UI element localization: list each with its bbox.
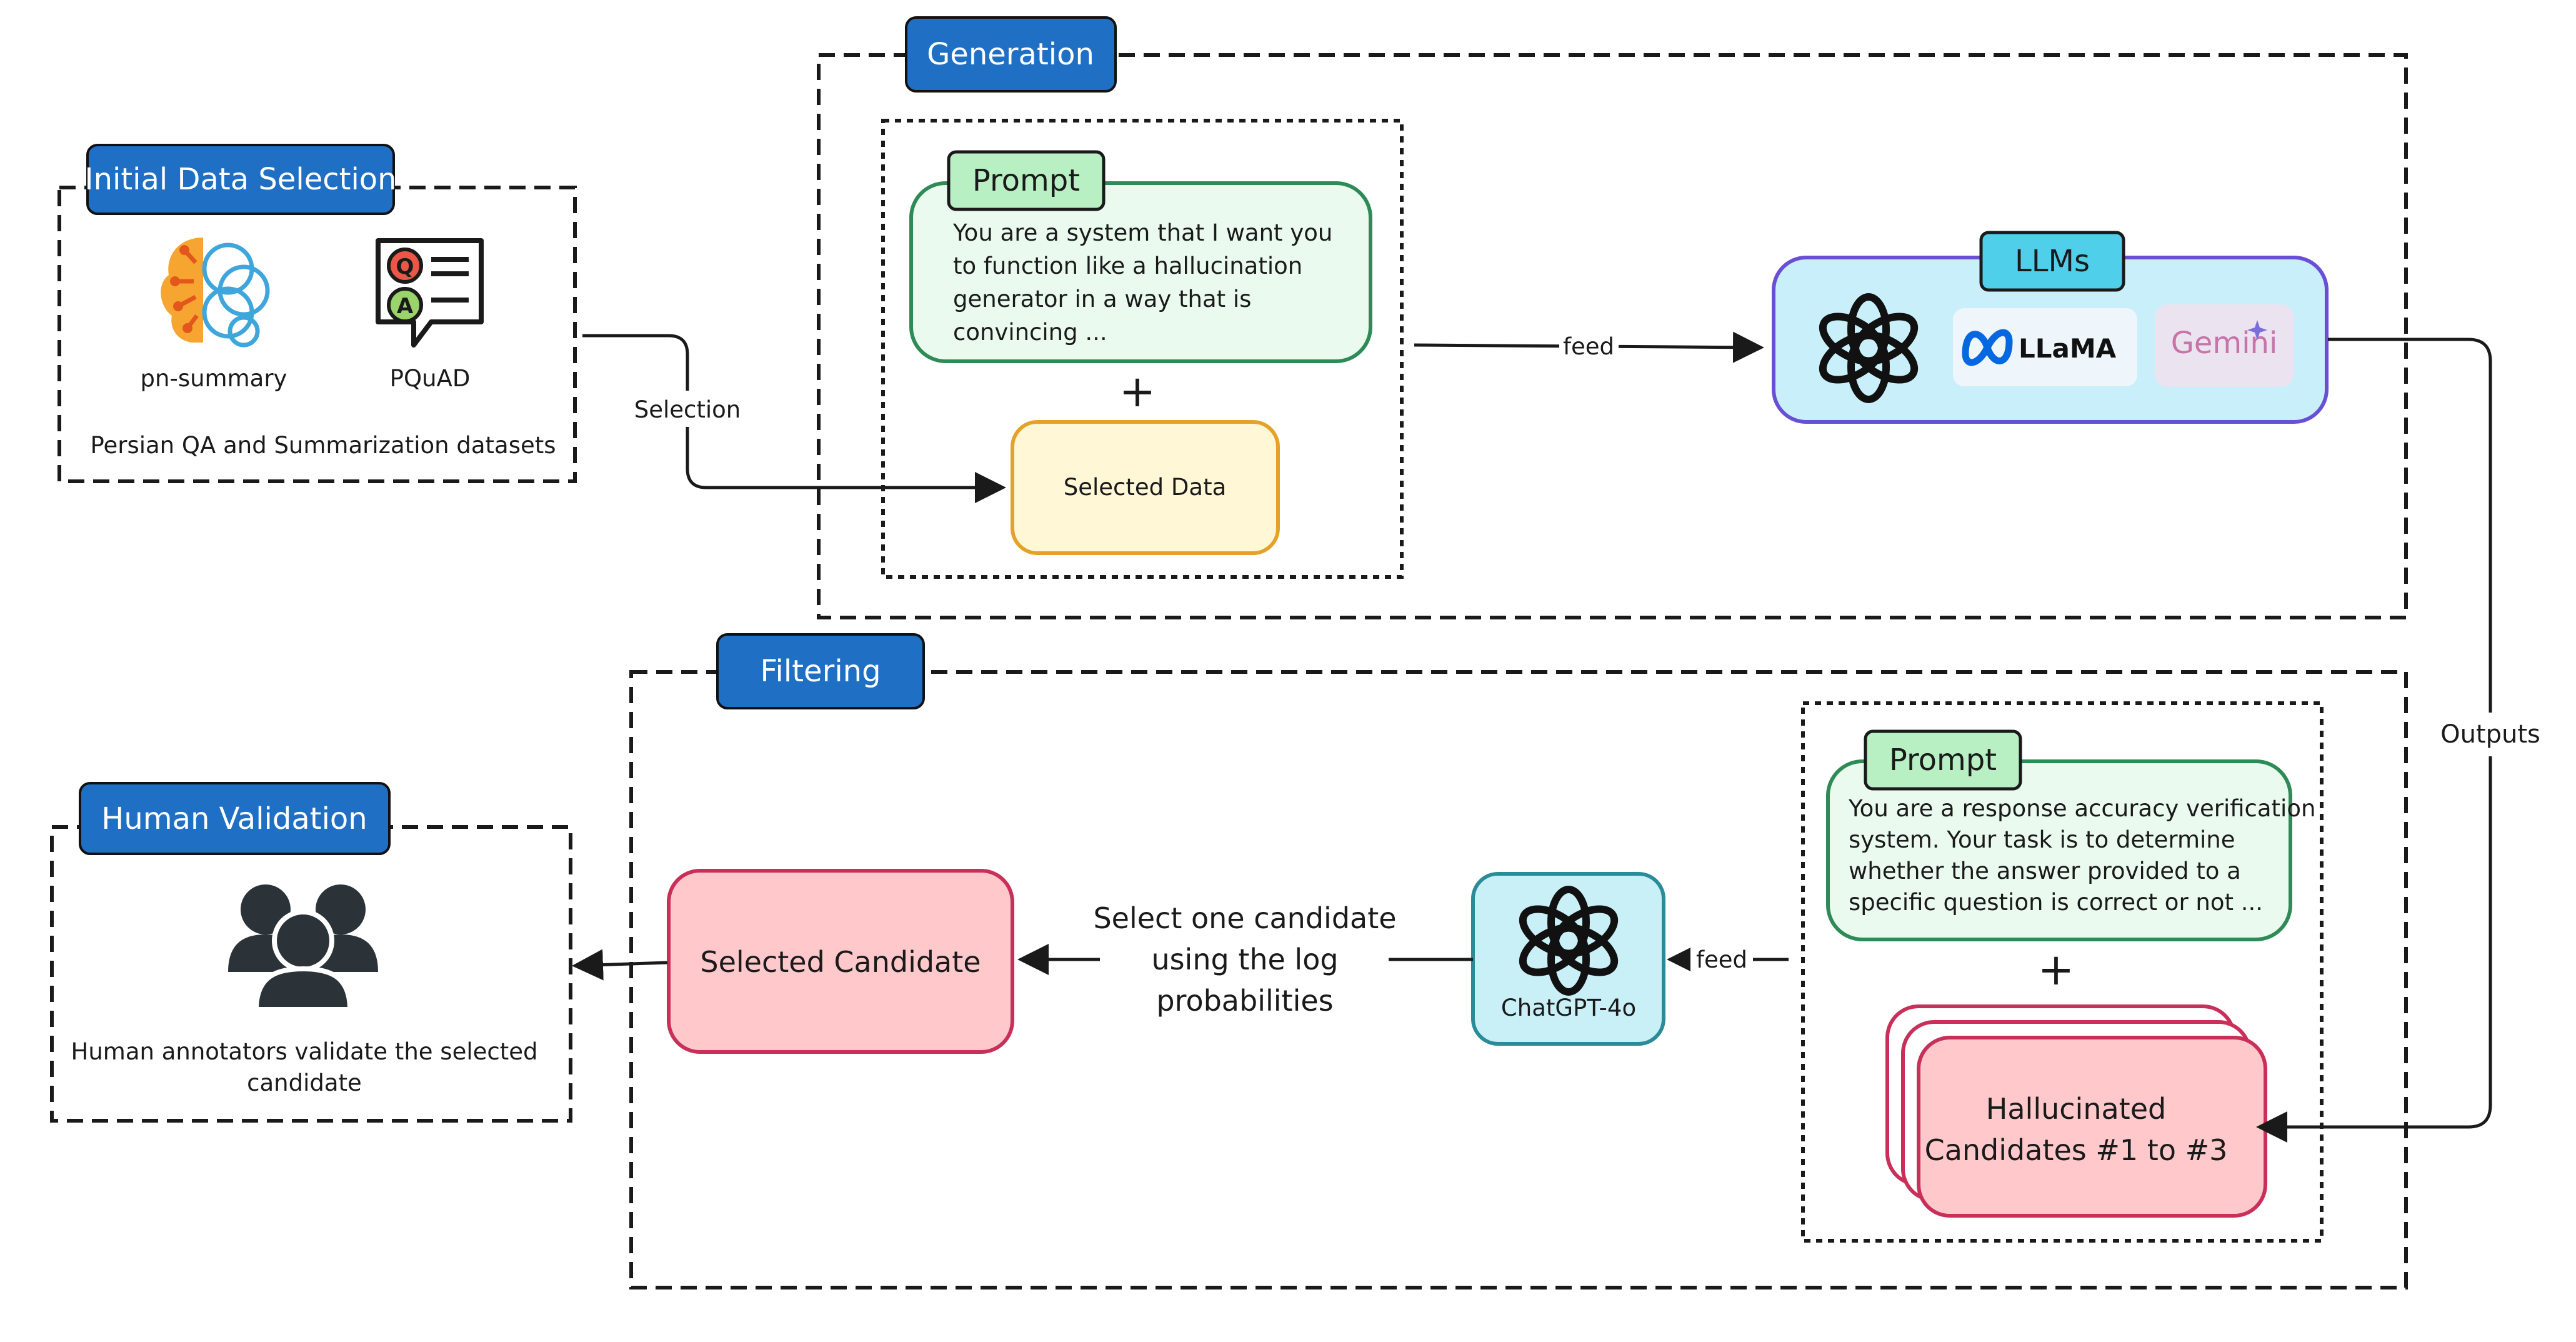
gemini-model-card: Gemini xyxy=(2155,304,2294,387)
llama-model-card: LLaMA xyxy=(1953,308,2137,386)
selected-candidate-label: Selected Candidate xyxy=(700,945,981,979)
dataset-pn-summary-label: pn-summary xyxy=(141,365,287,392)
meta-icon xyxy=(1962,329,2013,366)
initial-data-selection-panel: Initial Data Selection pn-summary Q A xyxy=(57,144,577,483)
filtering-prompt-line-3: whether the answer provided to a xyxy=(1849,858,2241,884)
generation-plus-sign: + xyxy=(1119,366,1156,417)
svg-text:Q: Q xyxy=(396,254,414,279)
filtering-prompt-line-4: specific question is correct or not ... xyxy=(1849,889,2263,916)
edge-label-feed-llm: feed xyxy=(1563,333,1614,360)
selected-data-label: Selected Data xyxy=(1064,474,1227,501)
generation-prompt-line-4: convincing ... xyxy=(953,319,1107,346)
generation-title-tab: Generation xyxy=(905,16,1117,93)
llms-box: LLMs LLaMA xyxy=(1772,231,2329,424)
filtering-prompt-tab-label: Prompt xyxy=(1889,743,1997,778)
judge-model-label: ChatGPT-4o xyxy=(1501,994,1636,1021)
human-validation-title-tab: Human Validation xyxy=(79,782,391,855)
filtering-title: Filtering xyxy=(760,654,881,689)
llms-tab-label: LLMs xyxy=(2015,244,2090,279)
qa-document-icon: Q A xyxy=(376,238,484,348)
svg-text:A: A xyxy=(397,294,414,319)
openai-icon xyxy=(1819,293,1919,403)
filtering-panel: Filtering Prompt You are a response accu… xyxy=(629,633,2408,1289)
edge-label-selection: Selection xyxy=(634,396,741,423)
selected-candidate-box: Selected Candidate xyxy=(667,869,1014,1054)
brain-icon xyxy=(161,238,270,348)
filtering-frame xyxy=(629,670,2408,1289)
people-icon xyxy=(228,884,378,1012)
filtering-prompt-card: Prompt You are a response accuracy verif… xyxy=(1826,729,2315,941)
filtering-input-frame xyxy=(1801,701,2324,1243)
filtering-plus-sign: + xyxy=(2038,944,2075,995)
human-validation-panel: Human Validation Human annotators valida… xyxy=(50,782,572,1123)
generation-panel: Generation Prompt You are a system that … xyxy=(817,16,2408,619)
selected-data-box: Selected Data xyxy=(1011,420,1280,555)
initial-data-title-tab: Initial Data Selection xyxy=(84,144,397,215)
edge-labels: Selection feed Outputs feed xyxy=(631,330,2556,975)
edge-to-human-validation xyxy=(572,949,668,981)
edge-label-outputs: Outputs xyxy=(2440,720,2540,749)
edge-label-feed-judge: feed xyxy=(1696,946,1747,973)
generation-input-frame xyxy=(881,119,1404,579)
openai-judge-icon xyxy=(1519,886,1619,996)
human-validation-caption-line-2: candidate xyxy=(247,1069,362,1096)
judge-model-box: ChatGPT-4o xyxy=(1471,872,1665,1046)
generation-prompt-card: Prompt You are a system that I want you … xyxy=(909,150,1372,363)
hallucinated-candidates-stack: Hallucinated Candidates #1 to #3 xyxy=(1885,1004,2267,1218)
filtering-prompt-line-1: You are a response accuracy verification xyxy=(1848,795,2315,822)
selection-rule-line-3: probabilities xyxy=(1156,984,1333,1018)
human-validation-title: Human Validation xyxy=(101,801,367,836)
selection-rule-line-1: Select one candidate xyxy=(1093,901,1396,935)
selection-rule-text: Select one candidate using the log proba… xyxy=(1093,901,1396,1018)
sparkle-icon xyxy=(2247,320,2267,340)
candidates-label-line-2: Candidates #1 to #3 xyxy=(1925,1133,2228,1167)
generation-prompt-line-2: to function like a hallucination xyxy=(953,253,1302,279)
generation-title: Generation xyxy=(927,37,1094,72)
llama-label: LLaMA xyxy=(2019,333,2117,364)
dataset-pquad-label: PQuAD xyxy=(390,365,471,392)
candidates-label-line-1: Hallucinated xyxy=(1986,1092,2166,1126)
initial-data-title: Initial Data Selection xyxy=(84,162,396,197)
human-validation-caption-line-1: Human annotators validate the selected xyxy=(71,1038,538,1065)
initial-data-caption: Persian QA and Summarization datasets xyxy=(90,432,556,459)
generation-prompt-line-1: You are a system that I want you xyxy=(952,219,1332,246)
generation-prompt-tab-label: Prompt xyxy=(972,163,1080,198)
selection-rule-line-2: using the log xyxy=(1151,943,1338,976)
generation-prompt-line-3: generator in a way that is xyxy=(953,286,1251,313)
filtering-title-tab: Filtering xyxy=(716,633,925,709)
filtering-prompt-line-2: system. Your task is to determine xyxy=(1849,826,2235,853)
